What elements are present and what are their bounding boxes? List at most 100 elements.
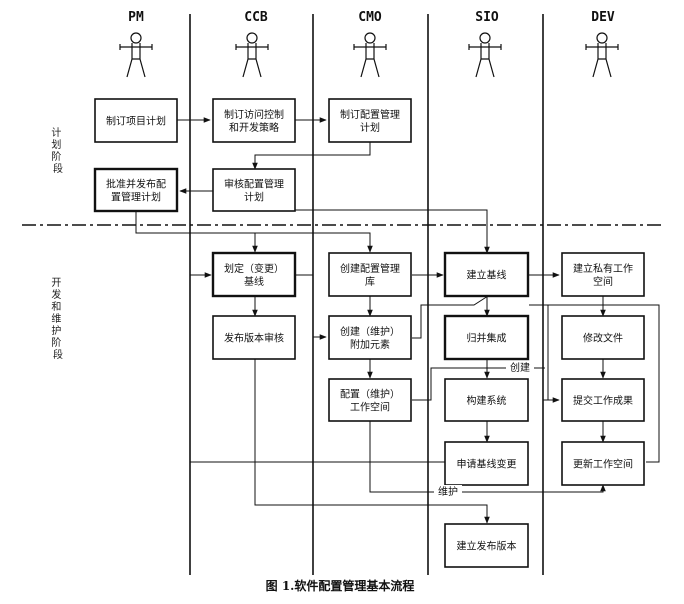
process-box-label: 更新工作空间: [573, 458, 633, 471]
phase-devmaint-char: 段: [53, 348, 63, 361]
phase-devmaint-char: 开: [51, 278, 61, 289]
process-box-frame: [212, 98, 296, 143]
process-box-sio-release: 建立发布版本: [444, 523, 529, 568]
process-box-dev-submit: 提交工作成果: [561, 378, 645, 422]
process-box-label: 附加元素: [350, 338, 390, 351]
process-box-frame: [561, 315, 645, 360]
process-box-frame: [444, 378, 529, 422]
edge-release-review-to-release: [254, 358, 490, 524]
edge-workspace-to-update: [369, 421, 606, 493]
process-box-sio-change: 申请基线变更: [444, 441, 529, 486]
role-label-sio: SIO: [475, 10, 499, 25]
process-box-cmo-workspace: 配置（维护）工作空间: [328, 378, 412, 422]
process-box-frame: [211, 251, 297, 298]
process-box-sio-build: 构建系统: [444, 378, 529, 422]
role-label-ccb: CCB: [244, 10, 268, 25]
process-box-frame: [328, 98, 412, 143]
process-box-label: 制订访问控制: [224, 108, 284, 121]
process-box-sio-merge: 归并集成: [443, 314, 530, 361]
process-box-cmo-extra: 创建（维护）附加元素: [328, 315, 412, 360]
phase-labels: 计 划 阶 段 开 发 和 维 护 阶 段: [51, 126, 64, 361]
edge-label-bg: [506, 361, 534, 374]
phase-planning-char: 阶: [51, 150, 61, 163]
edge-label-maintain: 维护: [438, 485, 458, 498]
role-label-cmo: CMO: [358, 10, 382, 25]
process-box-label: 提交工作成果: [573, 394, 633, 407]
process-box-frame: [561, 378, 645, 422]
process-box-label: 归并集成: [467, 332, 507, 345]
process-box-dev-update: 更新工作空间: [561, 441, 645, 486]
process-box-label: 修改文件: [583, 332, 623, 345]
phase-label-planning: 计 划 阶 段: [51, 126, 64, 175]
process-box-label: 基线: [244, 275, 264, 288]
process-box-frame: [328, 315, 412, 360]
process-box-frame: [443, 251, 530, 298]
phase-planning-char: 划: [51, 138, 61, 151]
process-box-label: 划定（变更）: [224, 262, 284, 275]
edge-approve-to-baseline: [135, 211, 258, 253]
process-box-label: 计划: [244, 191, 264, 204]
connectors: [135, 117, 660, 524]
actor-dev-icon: [585, 32, 619, 78]
process-boxes: 制订项目计划制订访问控制和开发策略制订配置管理计划审核配置管理计划批准并发布配置…: [93, 98, 645, 568]
process-box-dev-modify: 修改文件: [561, 315, 645, 360]
process-box-frame: [212, 315, 296, 360]
process-box-ccb-release-review: 发布版本审核: [212, 315, 296, 360]
actor-pm-icon: [119, 32, 153, 78]
phase-planning-char: 段: [53, 162, 63, 175]
process-box-frame: [93, 167, 179, 213]
process-box-label: 制订配置管理: [340, 108, 400, 121]
process-box-frame: [212, 168, 296, 212]
process-box-label: 构建系统: [467, 394, 507, 407]
process-box-frame: [444, 441, 529, 486]
process-box-label: 审核配置管理: [224, 178, 284, 191]
process-box-frame: [444, 523, 529, 568]
process-box-label: 和开发策略: [229, 121, 279, 134]
process-box-label: 库: [365, 275, 375, 288]
actor-sio-icon: [468, 32, 502, 78]
process-box-sio-baseline: 建立基线: [443, 251, 530, 298]
process-box-frame: [328, 378, 412, 422]
role-label-dev: DEV: [591, 10, 615, 25]
phase-devmaint-char: 护: [51, 324, 61, 337]
process-box-ccb-baseline: 划定（变更）基线: [211, 251, 297, 298]
process-box-label: 批准并发布配: [106, 178, 166, 191]
role-headers: PM CCB CMO SIO DEV: [128, 10, 615, 25]
process-box-label: 配置（维护）: [340, 388, 400, 401]
phase-planning-char: 计: [51, 126, 61, 139]
process-box-frame: [328, 252, 412, 297]
edge-extra-to-sio: [412, 295, 489, 339]
process-box-label: 制订项目计划: [106, 115, 166, 128]
process-box-pm-plan: 制订项目计划: [94, 98, 178, 143]
edge-labels: 创建 维护: [434, 361, 534, 498]
phase-devmaint-char: 发: [51, 288, 61, 301]
edge-change-to-ccb: [189, 272, 445, 463]
process-box-label: 工作空间: [350, 401, 390, 414]
process-box-label: 计划: [360, 121, 380, 134]
process-box-frame: [561, 441, 645, 486]
process-box-label: 创建配置管理: [340, 262, 400, 275]
process-box-label: 建立私有工作: [573, 262, 633, 275]
edge-review-to-sio-baseline: [295, 209, 490, 254]
process-box-label: 创建（维护）: [340, 325, 400, 338]
process-box-frame: [561, 252, 645, 297]
edge-approve-to-library: [255, 232, 373, 253]
phase-devmaint-char: 维: [51, 312, 61, 325]
process-box-label: 发布版本审核: [224, 332, 284, 345]
edge-label-create: 创建: [510, 361, 530, 374]
actor-icons: [119, 32, 619, 78]
process-box-label: 申请基线变更: [457, 458, 517, 471]
actor-ccb-icon: [235, 32, 269, 78]
edge-cmplan-to-review: [252, 142, 371, 170]
process-box-frame: [94, 98, 178, 143]
process-box-label: 空间: [593, 275, 613, 288]
process-box-frame: [443, 314, 530, 361]
